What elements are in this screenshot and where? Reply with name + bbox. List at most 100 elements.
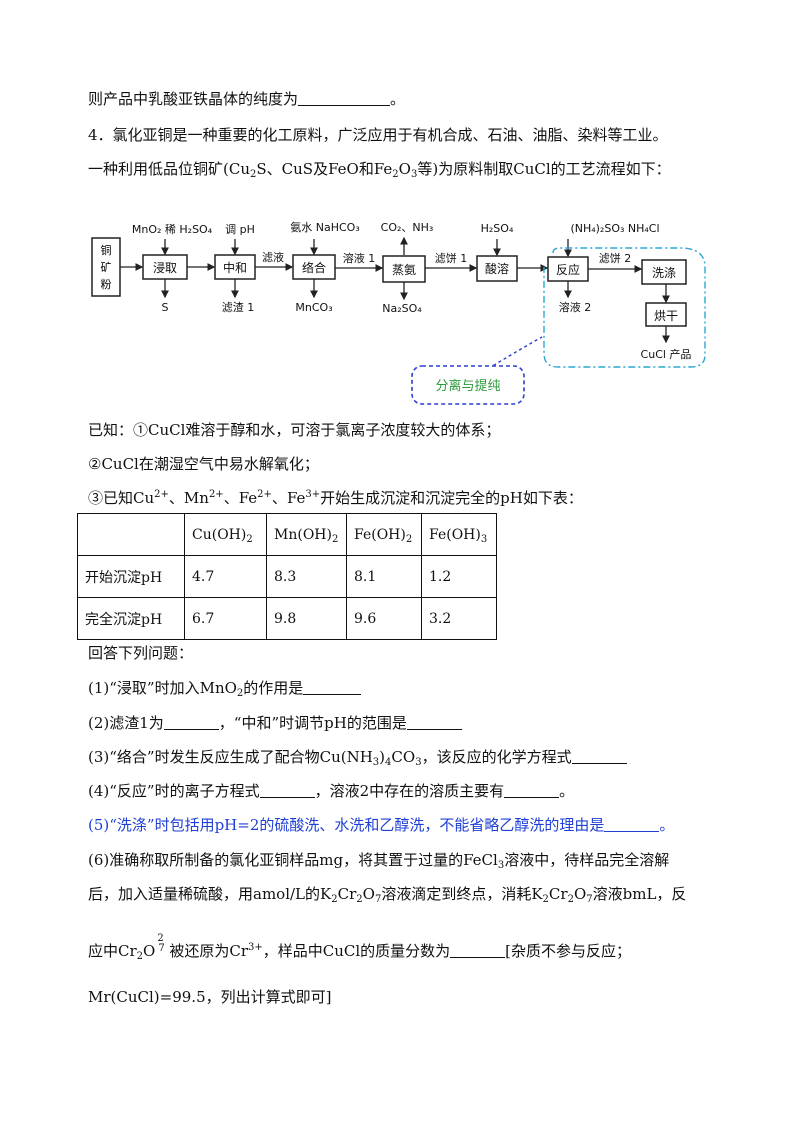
table-header-row: Cu(OH)2 Mn(OH)2 Fe(OH)2 Fe(OH)3 [77, 513, 497, 556]
process-flow-diagram: 铜 矿 粉 浸取 中和 络合 蒸氨 酸溶 反应 洗涤 烘干 滤液 溶液 1 滤饼… [91, 221, 706, 405]
intro-text: 等)为原料制取CuCl的工艺流程如下： [417, 160, 671, 178]
ion-name: Fe [238, 489, 258, 507]
subscript: 2 [236, 688, 244, 699]
intro-text: S、CuS及FeO和Fe [256, 160, 393, 178]
question-text: Cr [337, 885, 357, 903]
table-cell: 9.6 [346, 597, 422, 640]
ore-label-2: 矿 [101, 261, 112, 274]
known-text-3b: 开始生成沉淀和沉淀完全的pH如下表： [320, 489, 583, 507]
table-cell: 9.8 [266, 597, 347, 640]
step-acid: 酸溶 [485, 261, 509, 276]
subscript: 3 [415, 757, 422, 768]
step-distill: 蒸氨 [392, 263, 416, 277]
input-neutralize: 调 pH [225, 223, 255, 236]
table-header-cell: Cu(OH)2 [184, 513, 267, 556]
subscript: 3 [372, 757, 380, 768]
question-1: (1)“浸取”时加入MnO2的作用是 [88, 677, 362, 699]
step-wash: 洗涤 [652, 266, 676, 280]
output-s: S [162, 301, 169, 314]
question-2: (2)滤渣1为 ，“中和”时调节pH的范围是 [88, 712, 462, 734]
questions-lead: 回答下列问题： [88, 644, 194, 662]
charge: 2+ [154, 489, 169, 500]
callout-box [411, 365, 525, 405]
intro-text: 一种利用低品位铜矿(Cu [88, 160, 250, 178]
known-item-3: ③已知Cu2+、Mn2+、Fe2+、Fe3+开始生成沉淀和沉淀完全的pH如下表： [88, 487, 583, 509]
question-text: O [143, 942, 156, 960]
question-text: ，样品中CuCl的质量分数为 [262, 942, 451, 960]
step-react: 反应 [556, 262, 580, 277]
output-solution2: 溶液 2 [559, 300, 592, 314]
ore-label-1: 铜 [101, 243, 112, 257]
known-title: 已知： [88, 421, 134, 439]
question-text: Cr [548, 885, 568, 903]
answer-blank[interactable] [303, 680, 362, 695]
answer-blank[interactable] [259, 783, 315, 798]
question-text: ) [379, 748, 386, 766]
table-header-cell: Fe(OH)2 [346, 513, 422, 556]
table-cell: 6.7 [184, 597, 267, 640]
question-text: 溶液bmL，反 [592, 885, 687, 903]
charge: 3+ [305, 489, 321, 500]
known-text-1: ①CuCl难溶于醇和水，可溶于氯离子浓度较大的体系； [133, 421, 501, 439]
step-leach: 浸取 [153, 261, 177, 275]
table-header-cell: Fe(OH)3 [421, 513, 497, 556]
table-row: 开始沉淀pH 4.7 8.3 8.1 1.2 [77, 555, 497, 598]
question-6-line-2: 后，加入适量稀硫酸，用amol/L的K2Cr2O7溶液滴定到终点，消耗K2Cr2… [88, 883, 686, 905]
question-text: 溶液中，待样品完全溶解 [504, 851, 670, 869]
step-neutralize: 中和 [223, 260, 247, 275]
question-6-line-1: (6)准确称取所制备的氯化亚铜样品mg，将其置于过量的FeCl3溶液中，待样品完… [88, 849, 669, 871]
charge: 2+ [257, 489, 272, 500]
arrow-label-cake2: 滤饼 2 [599, 251, 632, 265]
subscript: 3 [497, 860, 505, 871]
subscript: 2 [331, 894, 338, 905]
question-3: (3)“络合”时发生反应生成了配合物Cu(NH3)4CO3，该反应的化学方程式 [88, 746, 627, 768]
question-text: 后，加入适量稀硫酸，用amol/L的K [88, 885, 332, 903]
input-react: (NH₄)₂SO₃ NH₄Cl [570, 222, 659, 235]
intro-text: O [398, 160, 411, 178]
subscript: 2 [136, 951, 144, 962]
question-text: ，该反应的化学方程式 [421, 748, 572, 766]
subscript: 2 [542, 894, 549, 905]
answer-blank[interactable] [163, 715, 219, 730]
question-4-intro-1: 4．氯化亚铜是一种重要的化工原料，广泛应用于有机合成、石油、油脂、染料等工业。 [88, 126, 668, 144]
ore-label-3: 粉 [101, 278, 112, 291]
question-text: ，溶液2中存在的溶质主要有 [314, 782, 505, 800]
answer-blank[interactable] [406, 715, 462, 730]
known-text-3: ③已知Cu [88, 489, 155, 507]
period: 。 [659, 816, 675, 834]
output-residue1: 滤渣 1 [222, 300, 255, 314]
period: 。 [559, 782, 575, 800]
table-header-cell: Mn(OH)2 [266, 513, 347, 556]
ph-table: Cu(OH)2 Mn(OH)2 Fe(OH)2 Fe(OH)3 开始沉淀pH 4… [77, 513, 497, 640]
question-text: (3)“络合”时发生反应生成了配合物Cu(NH [88, 748, 373, 766]
question-text: O [362, 885, 375, 903]
separator: 、 [271, 489, 287, 507]
subscript: 7 [158, 943, 165, 954]
question-5: (5)“洗涤”时包括用pH=2的硫酸洗、水洗和乙醇洗，不能省略乙醇洗的理由是。 [88, 814, 674, 836]
table-cell: 3.2 [421, 597, 497, 640]
question-text: ，“中和”时调节pH的范围是 [218, 714, 407, 732]
output-na2so4: Na₂SO₄ [382, 302, 422, 315]
input-leach: MnO₂ 稀 H₂SO₄ [132, 223, 213, 236]
question-text: [杂质不参与反应； [505, 942, 632, 960]
subscript: 3 [410, 169, 418, 180]
answer-blank[interactable] [504, 783, 560, 798]
question-6-line-4: Mr(CuCl)=99.5，列出计算式即可] [88, 988, 332, 1006]
answer-blank[interactable] [571, 749, 627, 764]
table-cell: 8.1 [346, 555, 422, 598]
subscript: 2 [392, 169, 399, 180]
previous-question-line: 则产品中乳酸亚铁晶体的纯度为。 [88, 88, 405, 110]
charge: 3+ [248, 942, 263, 953]
question-text: (2)滤渣1为 [88, 714, 164, 732]
answer-blank[interactable] [604, 817, 660, 832]
table-cell: 4.7 [184, 555, 267, 598]
arrow-label-filtrate: 滤液 [262, 250, 284, 264]
question-text: CO [391, 748, 416, 766]
charge: 2 [157, 933, 164, 944]
subscript: 2 [250, 169, 257, 180]
answer-blank[interactable] [298, 91, 391, 106]
table-row: 完全沉淀pH 6.7 9.8 9.6 3.2 [77, 597, 497, 640]
answer-blank[interactable] [450, 943, 506, 958]
output-product: CuCl 产品 [641, 347, 692, 361]
